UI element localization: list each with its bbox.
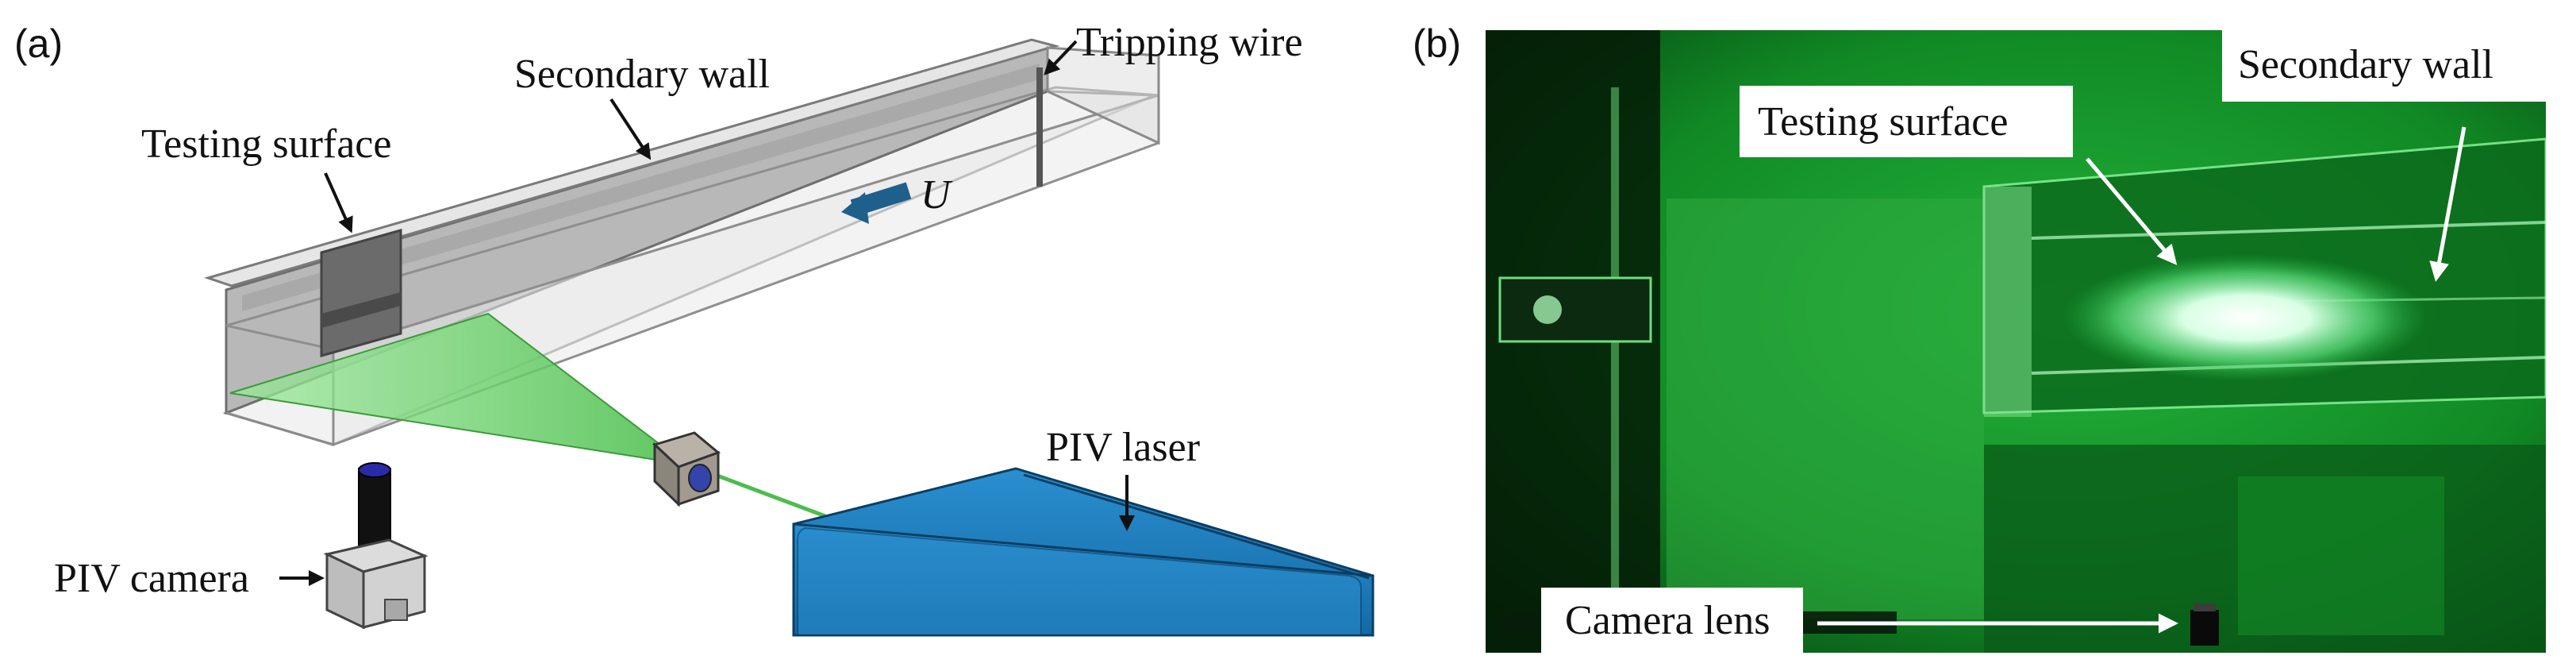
panel-a-tag: (a) bbox=[14, 21, 63, 66]
box-testing-surface-b bbox=[1740, 86, 2073, 157]
piv-camera bbox=[323, 462, 429, 630]
flow-symbol: U bbox=[921, 172, 953, 218]
panel-b: (b) bbox=[1413, 21, 2546, 653]
piv-laser-box bbox=[792, 467, 1375, 637]
panel-a: (a) bbox=[14, 20, 1375, 637]
box-camera-lens bbox=[1541, 588, 1803, 653]
label-secondary-wall-b: Secondary wall bbox=[2238, 42, 2493, 87]
floor-edge bbox=[225, 411, 334, 446]
testing-surface-insert bbox=[320, 229, 402, 357]
top-rail-back bbox=[203, 38, 1060, 287]
laser-beam bbox=[698, 466, 826, 519]
leader-secondary-wall-a bbox=[609, 98, 652, 160]
leader-tripping-wire bbox=[1044, 40, 1078, 75]
panel-b-tag: (b) bbox=[1413, 21, 1461, 66]
label-camera-lens: Camera lens bbox=[1565, 598, 1770, 643]
leader-testing-surface-a bbox=[324, 172, 353, 233]
wall-inner-shade bbox=[242, 64, 1040, 311]
testing-surface-band bbox=[321, 292, 401, 328]
label-testing-surface-b: Testing surface bbox=[1758, 99, 2008, 145]
laser-sheet bbox=[229, 312, 687, 465]
box-secondary-wall-b bbox=[2222, 30, 2546, 102]
label-tripping-wire: Tripping wire bbox=[1076, 20, 1303, 65]
label-secondary-wall-a: Secondary wall bbox=[514, 52, 770, 97]
label-piv-camera: PIV camera bbox=[54, 556, 249, 601]
leader-testing-surface-b bbox=[2086, 157, 2178, 265]
label-piv-laser: PIV laser bbox=[1046, 425, 1200, 470]
inlet-end bbox=[1046, 46, 1160, 145]
label-testing-surface-a: Testing surface bbox=[141, 121, 391, 167]
flow-arrow-head bbox=[841, 192, 869, 224]
leader-secondary-wall-b bbox=[2429, 126, 2466, 282]
optics-cube bbox=[652, 431, 721, 507]
